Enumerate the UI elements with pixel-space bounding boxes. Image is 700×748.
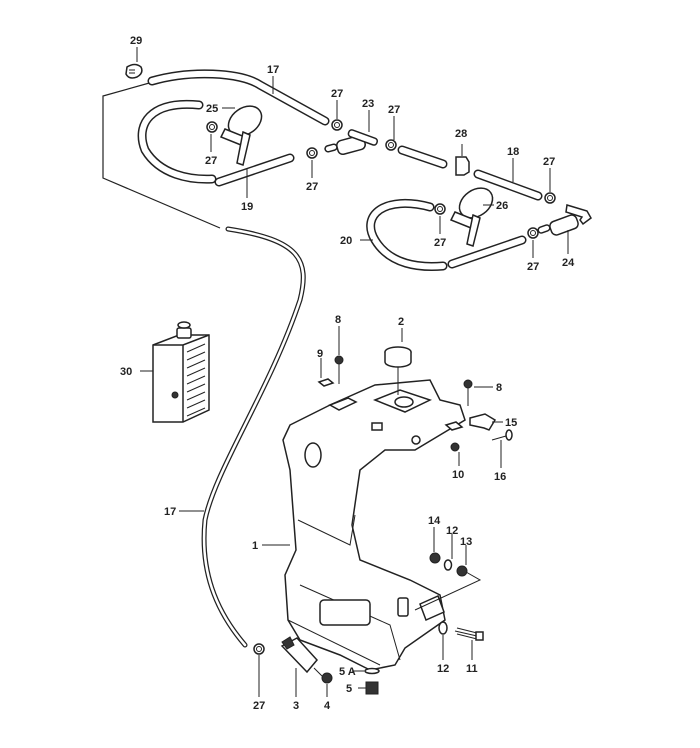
- callout-labels: 29 17 25 27 27 23 27 27 19 28 18 27 26 2…: [120, 35, 575, 712]
- callout-26: 26: [496, 200, 508, 212]
- callout-5: 5: [346, 683, 352, 695]
- callout-5a: 5 A: [339, 666, 356, 678]
- part-29-clip: [125, 63, 143, 79]
- hose-mid: [397, 145, 448, 169]
- callout-27-f: 27: [434, 237, 446, 249]
- callout-27-b: 27: [331, 88, 343, 100]
- callout-8-right: 8: [496, 382, 502, 394]
- part-30-fluid-bottle: [152, 321, 210, 423]
- part-27-clamp-g: [434, 203, 446, 215]
- part-27-clamp-c: [306, 147, 318, 159]
- callout-27-d: 27: [306, 181, 318, 193]
- callout-11: 11: [466, 663, 478, 675]
- part-12-washer-lower: [438, 621, 448, 635]
- part-16-screw: [491, 429, 513, 441]
- part-11-bolt: [454, 627, 484, 641]
- part-3-pump: [280, 636, 323, 677]
- part-25-nozzle: [219, 105, 263, 166]
- callout-15: 15: [505, 417, 517, 429]
- part-27-clamp-b: [331, 119, 343, 131]
- part-9-clip-nut: [317, 378, 335, 387]
- callout-30: 30: [120, 366, 132, 378]
- callout-12-upper: 12: [446, 525, 458, 537]
- callout-27-g: 27: [527, 261, 539, 273]
- callout-19: 19: [241, 201, 253, 213]
- callout-29: 29: [130, 35, 142, 47]
- callout-10: 10: [452, 469, 464, 481]
- callout-17-lower: 17: [164, 506, 176, 518]
- part-8-screw-right: [463, 379, 473, 406]
- part-27-clamp-h: [253, 643, 265, 655]
- part-10-clip-nut: [444, 421, 464, 452]
- callout-12-lower: 12: [437, 663, 449, 675]
- part-12-washer-upper: [443, 559, 453, 571]
- part-20-hose-loop: [366, 198, 527, 271]
- part-17-hose-long: [201, 226, 306, 648]
- part-5-plug: [365, 681, 379, 695]
- part-17-hose-upper: [147, 69, 330, 126]
- callout-8-left: 8: [335, 314, 341, 326]
- part-27-clamp-e: [544, 192, 556, 204]
- leader-lines: [136, 47, 569, 697]
- callout-14: 14: [428, 515, 441, 527]
- part-15-bracket: [469, 413, 497, 431]
- part-26-nozzle: [449, 187, 494, 247]
- callout-17-top: 17: [267, 64, 279, 76]
- callout-27-h: 27: [253, 700, 265, 712]
- part-4-grommet: [321, 672, 333, 684]
- part-18-hose: [473, 169, 543, 201]
- callout-4: 4: [324, 700, 331, 712]
- group-bracket: [102, 79, 221, 229]
- part-27-clamp-a: [206, 121, 218, 133]
- callout-25: 25: [206, 103, 218, 115]
- part-27-clamp-f: [527, 227, 539, 239]
- part-8-screw-left: [334, 355, 344, 384]
- part-27-clamp-d: [385, 139, 397, 151]
- part-24-check-valve: [537, 204, 592, 236]
- callout-3: 3: [293, 700, 299, 712]
- callout-27-a: 27: [205, 155, 217, 167]
- callout-18: 18: [507, 146, 519, 158]
- part-14-nut: [429, 552, 441, 564]
- hose-loop-left: [137, 99, 217, 184]
- part-28-retainer: [455, 156, 470, 176]
- callout-2: 2: [398, 316, 404, 328]
- callout-1: 1: [252, 540, 258, 552]
- callout-9: 9: [317, 348, 323, 360]
- part-1-reservoir: [282, 379, 466, 671]
- part-23-check-valve: [324, 129, 379, 156]
- callout-24: 24: [562, 257, 575, 269]
- part-5a-washer: [364, 667, 380, 675]
- callout-28: 28: [455, 128, 467, 140]
- part-2-filler-cap: [384, 346, 412, 395]
- callout-20: 20: [340, 235, 352, 247]
- callout-16: 16: [494, 471, 506, 483]
- callout-27-c: 27: [388, 104, 400, 116]
- callout-27-e: 27: [543, 156, 555, 168]
- callout-13: 13: [460, 536, 472, 548]
- part-19-hose: [214, 153, 295, 187]
- callout-23: 23: [362, 98, 374, 110]
- part-13-lock-washer: [456, 565, 468, 577]
